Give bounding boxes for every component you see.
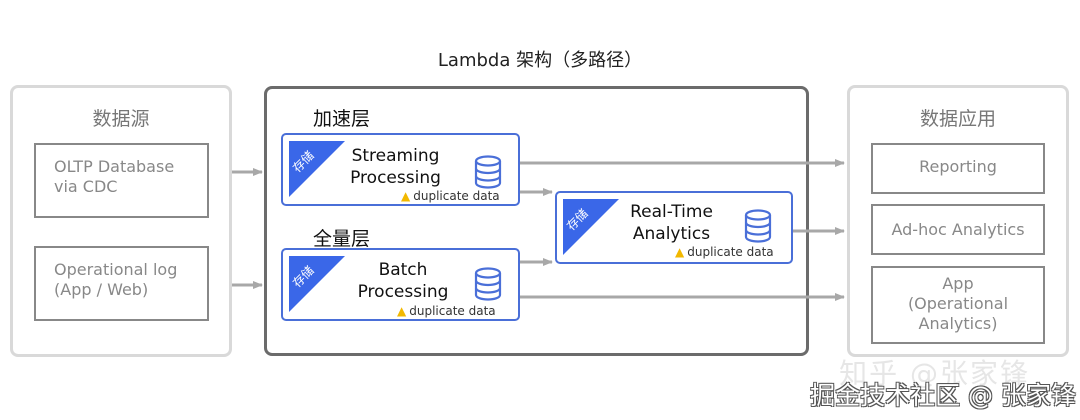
database-icon: [474, 155, 502, 189]
warning-icon: ▲: [397, 304, 407, 318]
app-label: Ad-hoc Analytics: [891, 219, 1025, 239]
diagram-title: Lambda 架构（多路径）: [437, 50, 643, 71]
source-operational-log: Operational log (App / Web): [34, 246, 209, 321]
batch-layer-title: 全量层: [313, 228, 371, 250]
storage-tag-triangle: [563, 199, 619, 255]
streaming-processing-box: 存储 Streaming Processing ▲duplicate data: [281, 133, 520, 206]
app-adhoc-analytics: Ad-hoc Analytics: [871, 204, 1045, 255]
source-label-line1: OLTP Database: [54, 157, 175, 176]
app-label-line2: (Operational: [907, 294, 1009, 313]
processor-name-line2: Processing: [357, 282, 449, 302]
database-icon: [474, 267, 502, 301]
duplicate-data-note: ▲duplicate data: [397, 304, 496, 318]
warning-icon: ▲: [401, 189, 411, 203]
app-reporting: Reporting: [871, 143, 1045, 194]
source-label-line2: (App / Web): [54, 280, 149, 299]
source-oltp-database: OLTP Database via CDC: [34, 143, 209, 218]
juejin-watermark: 掘金技术社区 @ 张家锋: [810, 381, 1076, 410]
warning-icon: ▲: [675, 245, 685, 259]
duplicate-data-label: duplicate data: [409, 304, 496, 318]
zhihu-watermark: 知乎 @张家锋: [839, 357, 1030, 390]
app-label-line3: Analytics): [918, 314, 998, 333]
app-label: Reporting: [919, 157, 997, 176]
duplicate-data-note: ▲duplicate data: [401, 189, 500, 203]
duplicate-data-note: ▲duplicate data: [675, 245, 774, 259]
storage-tag-triangle: [289, 141, 345, 197]
app-label-line1: App: [942, 274, 974, 293]
source-label-line1: Operational log: [54, 260, 178, 279]
processor-name-line1: Batch: [378, 260, 428, 280]
processor-name-line2: Analytics: [632, 224, 711, 244]
database-icon: [744, 209, 772, 243]
duplicate-data-label: duplicate data: [687, 245, 774, 259]
data-applications-title: 数据应用: [919, 108, 996, 130]
speed-layer-title: 加速层: [313, 108, 371, 130]
source-label-line2: via CDC: [54, 177, 118, 196]
duplicate-data-label: duplicate data: [413, 189, 500, 203]
storage-tag-triangle: [289, 256, 345, 312]
app-operational-analytics: App (Operational Analytics): [871, 266, 1045, 344]
real-time-analytics-box: 存储 Real-Time Analytics ▲duplicate data: [555, 191, 793, 264]
batch-processing-box: 存储 Batch Processing ▲duplicate data: [281, 248, 520, 321]
processor-name-line1: Streaming: [351, 146, 440, 166]
processor-name-line2: Processing: [350, 168, 441, 188]
processor-name-line1: Real-Time: [630, 202, 713, 222]
data-sources-title: 数据源: [92, 108, 150, 130]
